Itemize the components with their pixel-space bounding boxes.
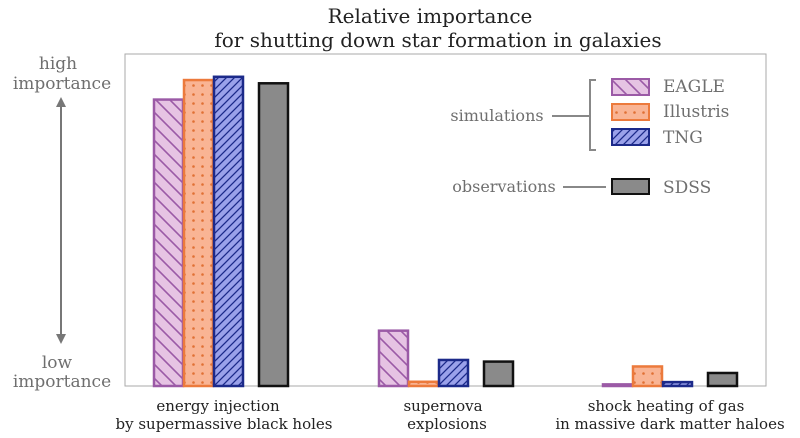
bar-sdss-1 (482, 360, 515, 388)
low-importance-label-line-1: low (42, 353, 73, 373)
high-importance-label-line-1: high (39, 54, 77, 74)
bar-tng-1 (437, 358, 470, 388)
low-importance-label-line-2: importance (13, 372, 111, 392)
legend-label-tng: TNG (663, 128, 703, 148)
chart-title-line-1: Relative importance (328, 4, 533, 28)
bar-sdss-2 (706, 371, 739, 388)
category-label-1-line-1: supernova (403, 397, 482, 415)
bar-illustris-2 (631, 365, 664, 388)
category-label-2-line-2: in massive dark matter haloes (555, 415, 784, 433)
legend-label-eagle: EAGLE (663, 77, 725, 97)
category-label-1-line-2: explosions (407, 415, 487, 433)
bar-tng-2 (661, 380, 694, 388)
legend-swatch-eagle (611, 78, 650, 96)
legend-label-sdss: SDSS (663, 178, 711, 198)
bar-eagle-1 (377, 329, 410, 388)
legend-group-observations: observations (452, 177, 555, 196)
bar-tng-0 (212, 75, 245, 388)
chart-title-line-2: for shutting down star formation in gala… (214, 28, 661, 52)
category-label-0-line-1: energy injection (156, 397, 280, 415)
bar-illustris-0 (182, 78, 215, 388)
bar-eagle-0 (152, 98, 185, 388)
legend: simulations observations EAGLE Illustris… (450, 77, 729, 198)
bar-illustris-1 (407, 380, 440, 388)
legend-swatch-tng (611, 128, 650, 146)
legend-swatch-illustris (611, 103, 650, 121)
legend-label-illustris: Illustris (663, 102, 729, 122)
high-importance-label-line-2: importance (13, 74, 111, 94)
bars-group (152, 75, 739, 388)
legend-bracket (589, 79, 596, 151)
legend-group-simulations: simulations (450, 106, 543, 125)
legend-swatch-sdss (611, 178, 650, 195)
bar-eagle-2 (601, 383, 634, 388)
bar-sdss-0 (257, 82, 290, 388)
category-label-2-line-1: shock heating of gas (588, 397, 745, 415)
category-label-0-line-2: by supermassive black holes (116, 415, 333, 433)
importance-arrow (56, 97, 66, 344)
